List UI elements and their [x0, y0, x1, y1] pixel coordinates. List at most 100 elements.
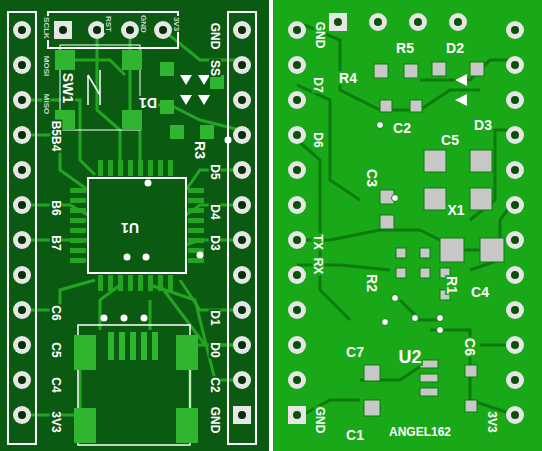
chip-pin — [188, 258, 204, 263]
top-layer-board — [0, 0, 269, 451]
header-pad — [506, 126, 524, 144]
header-pad — [233, 56, 251, 74]
silkscreen-label: R5 — [395, 41, 415, 55]
silkscreen-label: MISO — [42, 93, 50, 115]
silkscreen-label: D3 — [209, 234, 221, 251]
chip-pin — [148, 275, 153, 291]
chip-pin — [168, 275, 173, 291]
smd-pad — [380, 215, 394, 229]
smd-pad — [364, 365, 380, 381]
header-pad — [233, 406, 251, 424]
header-pad — [54, 21, 72, 39]
chip-pin — [70, 188, 86, 193]
header-pad — [121, 21, 139, 39]
via — [121, 315, 128, 322]
via — [145, 180, 152, 187]
chip-pin — [188, 238, 204, 243]
header-pad — [13, 91, 31, 109]
trace — [180, 280, 242, 310]
header-pad — [13, 266, 31, 284]
smd-pad — [424, 150, 446, 172]
header-pad — [506, 266, 524, 284]
silkscreen-label: TX — [312, 233, 324, 250]
panel-divider — [271, 0, 273, 451]
silkscreen-label: D1 — [138, 96, 158, 110]
silkscreen-label: C5 — [50, 341, 62, 358]
header-pad — [13, 406, 31, 424]
chip-pin — [118, 160, 123, 176]
header-pad — [409, 13, 427, 31]
header-outline — [228, 12, 256, 444]
via — [377, 122, 384, 129]
smd-pad — [480, 238, 504, 262]
silkscreen-label: U1 — [120, 221, 140, 235]
header-pad — [288, 301, 306, 319]
smd-pad — [170, 125, 184, 139]
header-pad — [233, 266, 251, 284]
via — [412, 315, 419, 322]
header-pads — [8, 12, 524, 444]
components — [55, 45, 504, 445]
header-pad — [288, 161, 306, 179]
silkscreen-label: D0 — [209, 341, 221, 358]
smd-pad — [160, 100, 174, 114]
silkscreen-label: C6 — [50, 304, 62, 321]
connector-pad — [176, 408, 198, 443]
silkscreen-label: C7 — [345, 345, 365, 359]
smd-pad — [396, 248, 406, 258]
smd-pad — [364, 400, 380, 416]
via — [392, 195, 399, 202]
header-pad — [369, 13, 387, 31]
silkscreen-label: D4 — [209, 203, 221, 220]
smd-pad — [424, 188, 446, 210]
header-pad — [233, 21, 251, 39]
silkscreen-label: C1 — [345, 428, 365, 442]
header-pad — [506, 161, 524, 179]
header-outline — [48, 12, 178, 48]
header-pad — [233, 161, 251, 179]
silkscreen-label: U2 — [397, 348, 422, 366]
silkscreen-label: R2 — [365, 273, 379, 293]
header-pad — [233, 301, 251, 319]
header-pad — [506, 406, 524, 424]
smd-pad — [420, 360, 438, 368]
connector-pad — [74, 335, 96, 370]
smd-pad — [374, 64, 388, 78]
header-pad — [13, 196, 31, 214]
silkscreen-label: GND — [139, 14, 147, 34]
copper-traces — [22, 22, 515, 418]
silkscreen-label: GND — [209, 406, 221, 435]
chip-pin — [188, 208, 204, 213]
header-pad — [506, 196, 524, 214]
header-pad — [449, 13, 467, 31]
silkscreen-label: C3 — [365, 168, 379, 188]
silkscreen-label: C5 — [440, 133, 460, 147]
connector-pin — [152, 332, 158, 360]
via — [141, 315, 148, 322]
chip-pin — [188, 218, 204, 223]
connector-pin — [130, 332, 136, 360]
header-pad — [233, 336, 251, 354]
connector-pin — [141, 332, 147, 360]
silkscreen-label: GND — [314, 21, 326, 50]
silkscreen-label: C2 — [209, 376, 221, 393]
smd-pad — [470, 62, 484, 76]
header-pad — [233, 91, 251, 109]
silkscreen-label: 3V3 — [172, 16, 180, 32]
via — [124, 254, 131, 261]
chip-pin — [188, 228, 204, 233]
chip-pin — [70, 208, 86, 213]
silkscreen-label: R1 — [445, 275, 459, 295]
via — [101, 315, 108, 322]
switch-symbol — [88, 70, 100, 105]
header-pad — [13, 301, 31, 319]
chip-pin — [98, 160, 103, 176]
smd-pad — [404, 64, 418, 78]
header-pad — [13, 56, 31, 74]
header-pad — [13, 336, 31, 354]
trace — [297, 22, 380, 110]
silkscreen-label: B6 — [50, 199, 62, 216]
smd-pad — [200, 125, 214, 139]
silkscreen-label: B5B4 — [50, 120, 62, 153]
chip-outline — [88, 178, 186, 273]
